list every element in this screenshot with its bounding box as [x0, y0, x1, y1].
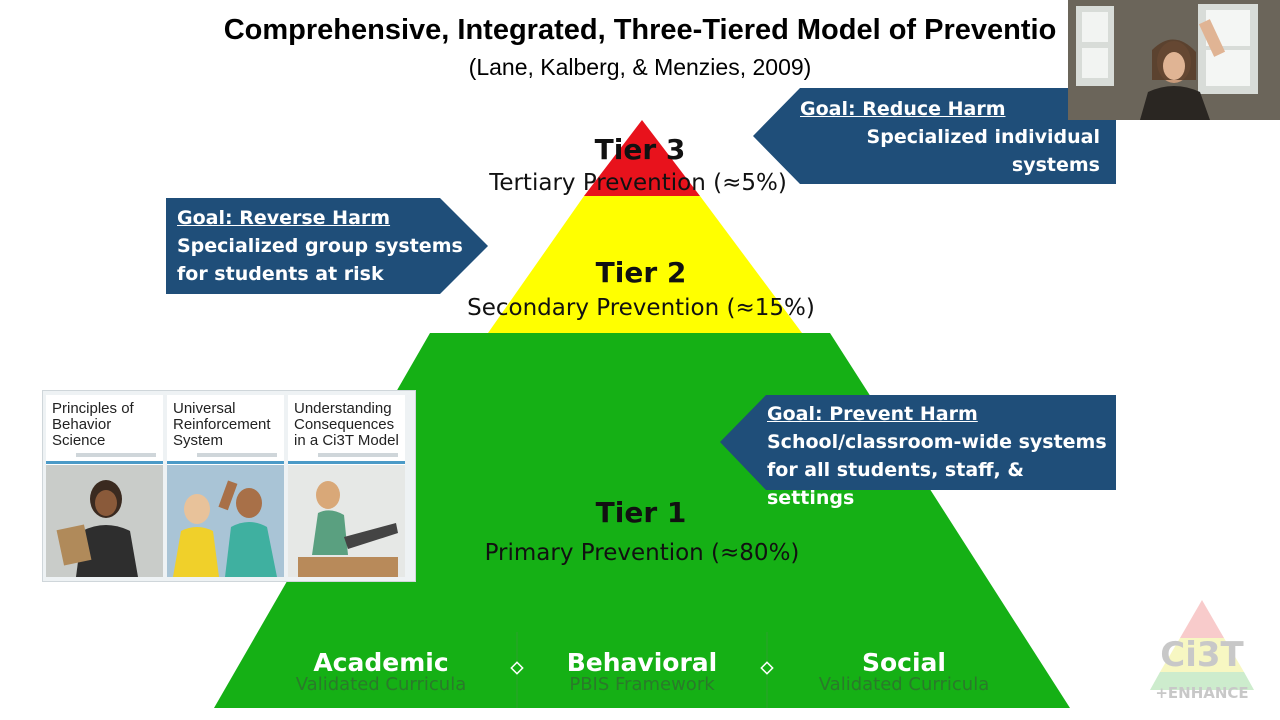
tier-2-description: Secondary Prevention (≈15%): [391, 295, 891, 321]
book-subtitle-bar: [76, 453, 156, 457]
goal-line: Specialized individual systems: [800, 123, 1100, 179]
logo-main-text: Ci3T: [1160, 635, 1244, 675]
goal-line: for students at risk: [177, 260, 467, 288]
category-social: Social Validated Curricula: [784, 648, 1024, 695]
ci3t-enhance-logo: Ci3T +ENHANCE: [1150, 598, 1254, 708]
category-sub: PBIS Framework: [522, 674, 762, 695]
category-academic: Academic Validated Curricula: [261, 648, 501, 695]
book-band: [167, 461, 284, 464]
book-subtitle-bar: [197, 453, 277, 457]
goal-title: Goal: Reduce Harm: [800, 95, 1100, 123]
book-cover-reinforcement-system: Universal Reinforcement System: [167, 395, 284, 577]
goal-reduce-harm: Goal: Reduce Harm Specialized individual…: [800, 95, 1100, 207]
category-name: Behavioral: [522, 648, 762, 677]
category-name: Social: [784, 648, 1024, 677]
category-sub: Validated Curricula: [261, 674, 501, 695]
category-sub: Validated Curricula: [784, 674, 1024, 695]
book-band: [46, 461, 163, 464]
goal-reverse-harm: Goal: Reverse Harm Specialized group sys…: [177, 204, 467, 288]
book-band: [288, 461, 405, 464]
tier-1-description: Primary Prevention (≈80%): [392, 540, 892, 566]
goal-line: for all students, staff, & settings: [767, 456, 1107, 512]
goal-prevent-harm: Goal: Prevent Harm School/classroom-wide…: [767, 400, 1107, 512]
goal-line: School/classroom-wide systems: [767, 428, 1107, 456]
presenter-webcam-icon: [1068, 0, 1280, 120]
category-behavioral: Behavioral PBIS Framework: [522, 648, 762, 695]
person-with-clipboard-photo: [46, 465, 163, 577]
tier-2-name: Tier 2: [441, 256, 841, 289]
goal-title: Goal: Reverse Harm: [177, 204, 467, 232]
category-name: Academic: [261, 648, 501, 677]
book-title: Understanding Consequences in a Ci3T Mod…: [294, 401, 404, 449]
book-title: Universal Reinforcement System: [173, 401, 283, 449]
book-cover-consequences: Understanding Consequences in a Ci3T Mod…: [288, 395, 405, 577]
book-subtitle-bar: [318, 453, 398, 457]
book-cover-behavior-science: Principles of Behavior Science: [46, 395, 163, 577]
goal-line: Specialized group systems: [177, 232, 467, 260]
ci3t-logo-icon: Ci3T +ENHANCE: [1150, 598, 1254, 708]
goal-line: for students with high risk: [800, 179, 1100, 207]
logo-sub-text: +ENHANCE: [1155, 684, 1248, 702]
presenter-webcam: [1068, 0, 1280, 120]
book-title: Principles of Behavior Science: [52, 401, 162, 449]
tier-3-name: Tier 3: [440, 133, 840, 166]
student-feet-on-desk-photo: [288, 465, 405, 577]
book-covers: Principles of Behavior Science Universal…: [42, 390, 416, 582]
goal-title: Goal: Prevent Harm: [767, 400, 1107, 428]
high-five-photo: [167, 465, 284, 577]
